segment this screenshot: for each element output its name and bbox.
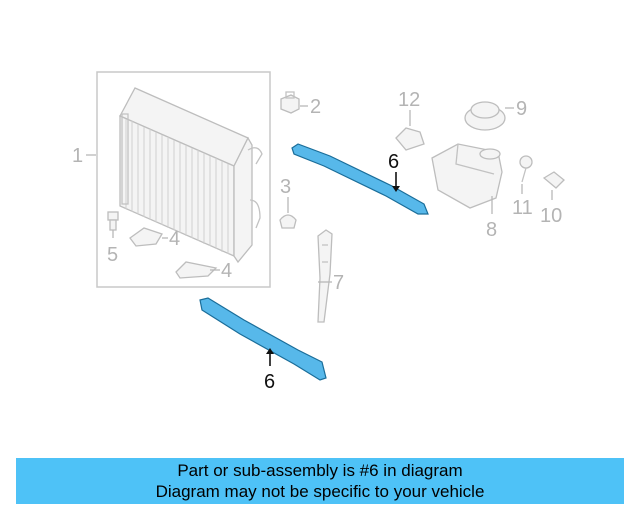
callout-7: 7 <box>333 272 344 294</box>
part-2-sensor <box>280 91 300 114</box>
part-7-bracket <box>317 229 333 323</box>
radiator-frame <box>96 71 271 288</box>
parts-diagram: 1 2 3 4 4 5 7 12 9 <box>72 71 565 393</box>
callout-6a: 6 <box>388 151 399 173</box>
callout-8: 8 <box>486 219 497 241</box>
part-6-seal-lower <box>199 297 327 381</box>
info-banner: Part or sub-assembly is #6 in diagram Di… <box>16 458 624 504</box>
radiator-core <box>119 87 263 264</box>
part-4-bracket-upper <box>129 227 163 247</box>
part-5-bolt <box>107 211 119 231</box>
callout-9: 9 <box>516 98 527 120</box>
part-8-expansion-tank <box>431 143 503 209</box>
part-6-seal-upper <box>291 143 429 215</box>
callout-11: 11 <box>512 197 533 219</box>
callout-10: 10 <box>540 205 562 227</box>
callout-4b: 4 <box>221 260 232 282</box>
part-12-bracket <box>395 127 425 151</box>
part-3-plug <box>279 214 297 229</box>
part-11-sensor <box>519 155 533 183</box>
part-10-fitting <box>542 171 565 189</box>
callout-3: 3 <box>280 176 291 198</box>
callout-1: 1 <box>72 145 83 167</box>
banner-line-2: Diagram may not be specific to your vehi… <box>155 482 485 501</box>
callout-12: 12 <box>398 89 420 111</box>
callout-6b: 6 <box>264 371 275 393</box>
callout-2: 2 <box>310 96 321 118</box>
banner-line-1: Part or sub-assembly is #6 in diagram <box>177 461 463 480</box>
callout-5: 5 <box>107 244 118 266</box>
part-9-cap <box>464 101 506 131</box>
callout-4a: 4 <box>169 228 180 250</box>
part-4-bracket-lower <box>175 261 218 279</box>
